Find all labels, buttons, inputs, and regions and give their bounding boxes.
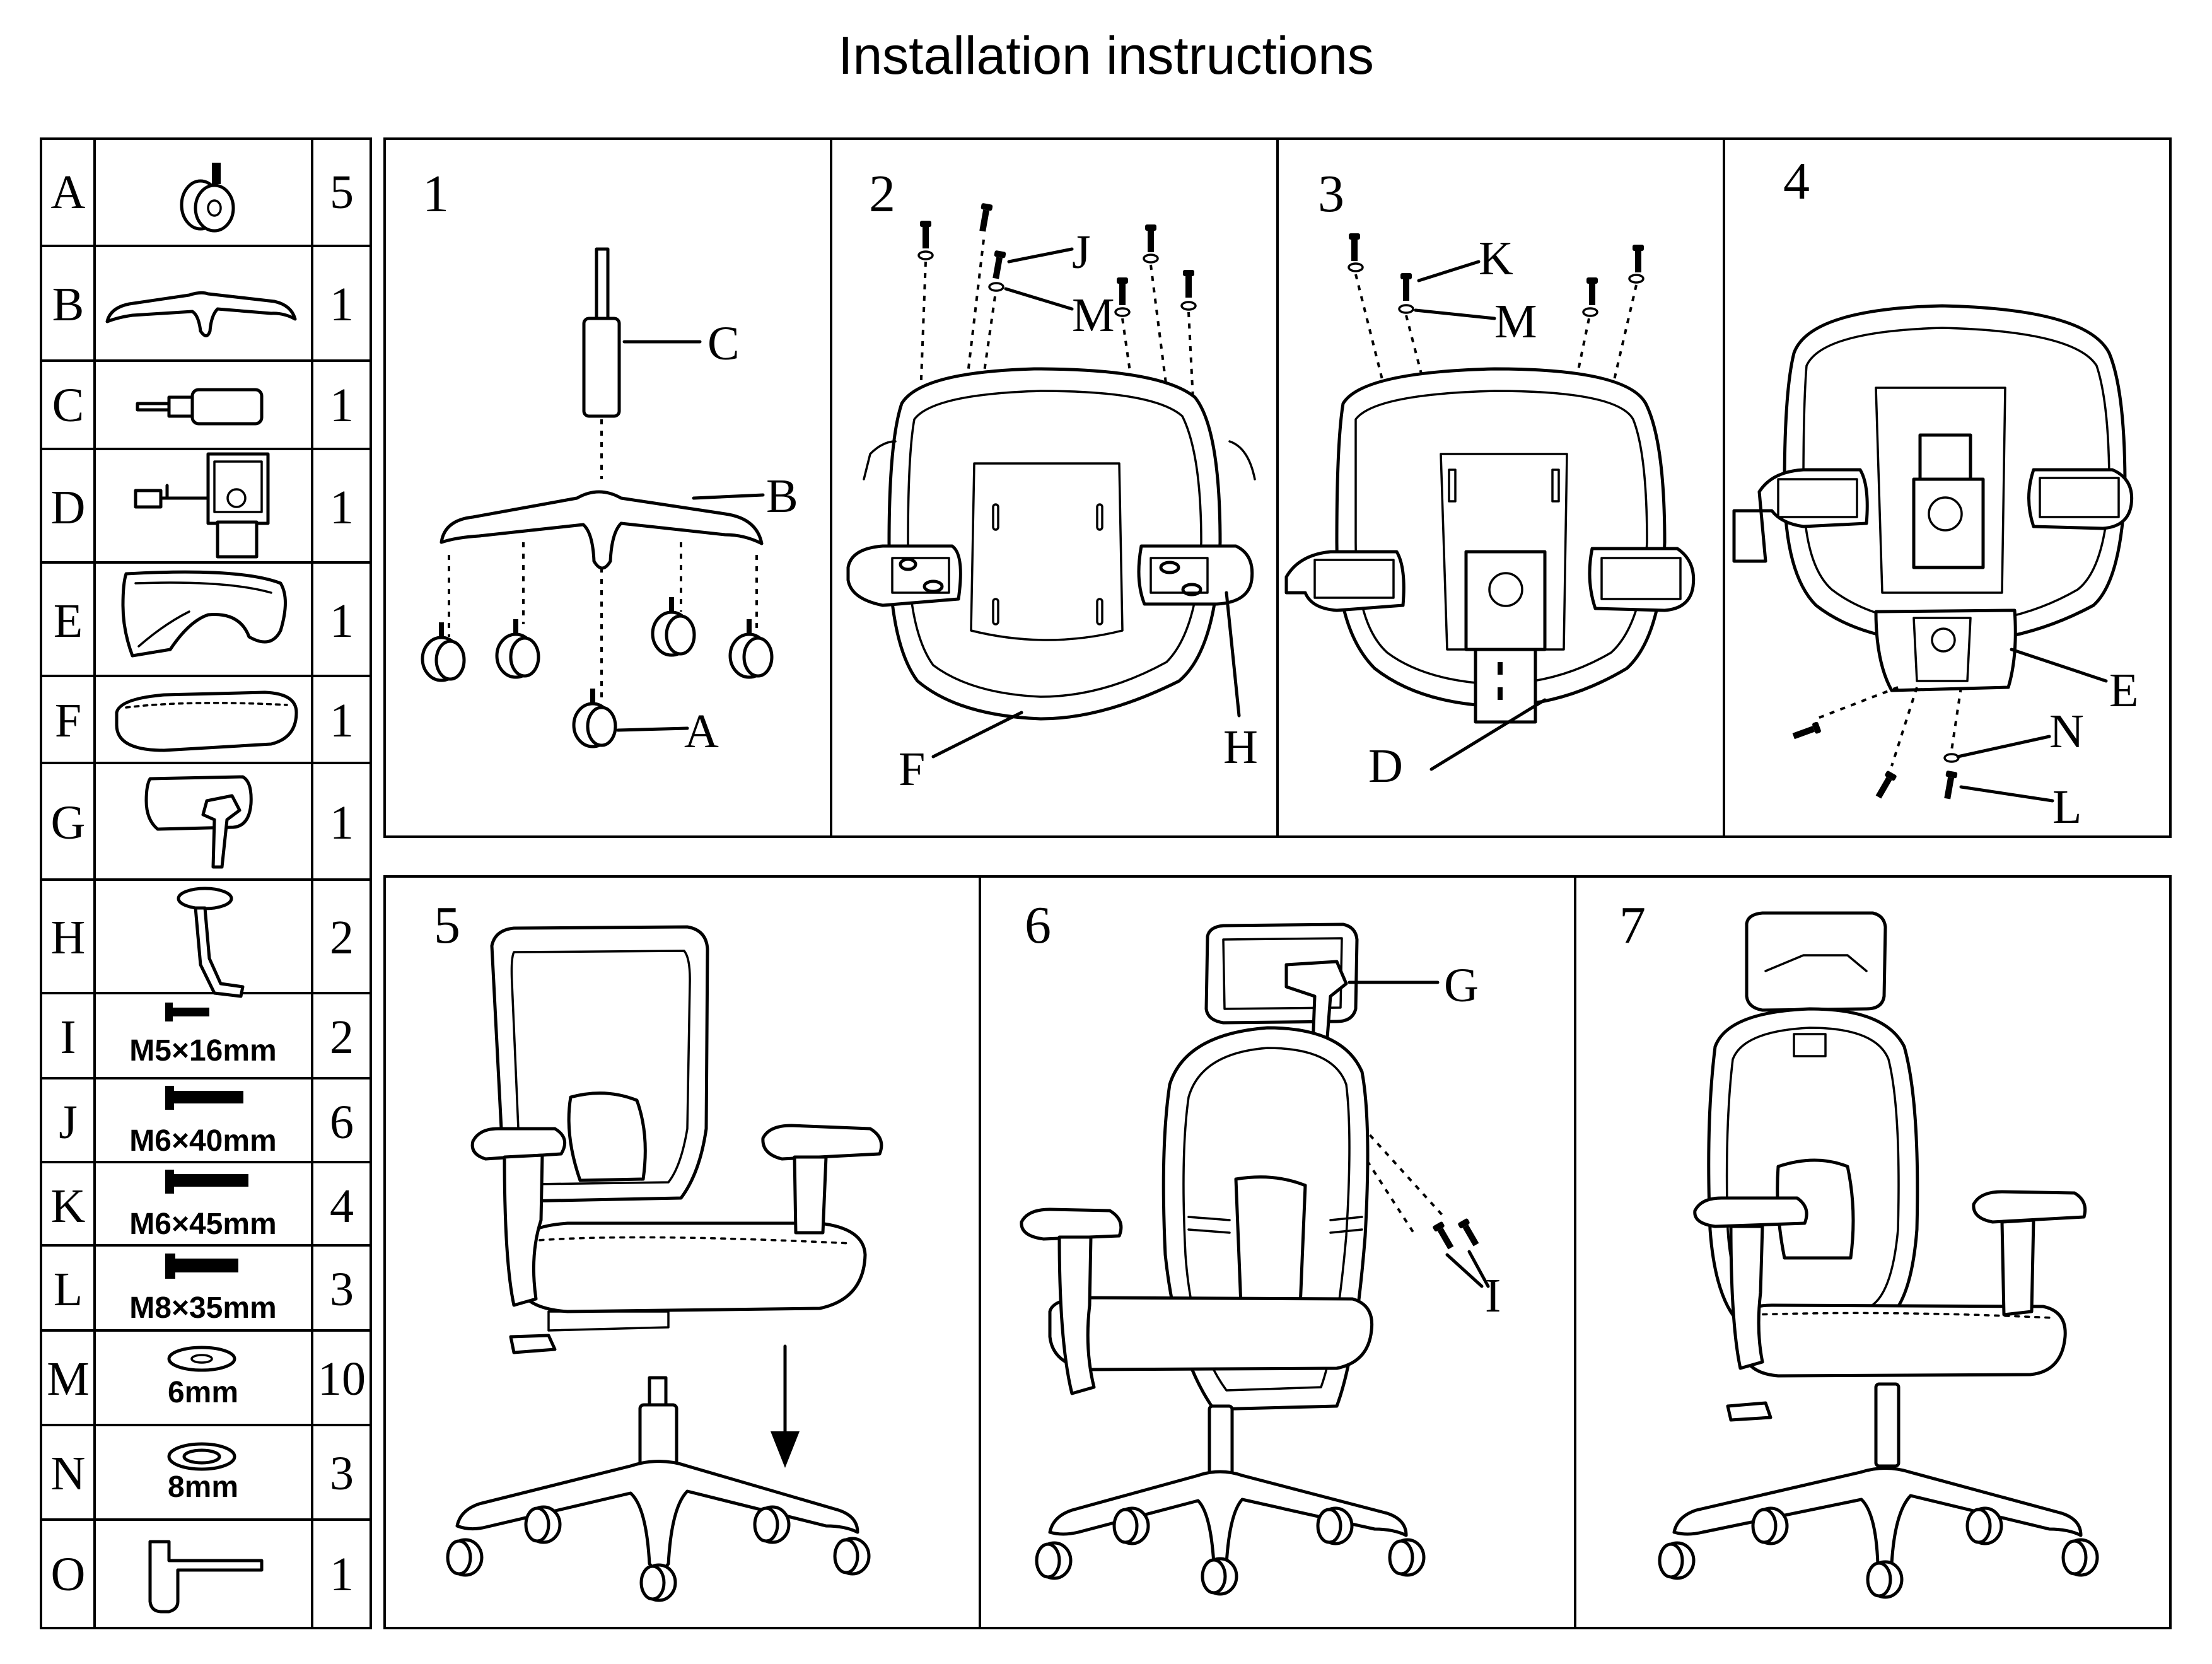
part-qty: 1 <box>330 379 354 432</box>
star-base-icon <box>105 291 297 337</box>
part-qty: 2 <box>330 1011 354 1064</box>
step-number: 5 <box>434 896 460 955</box>
hex-key-icon <box>148 1540 264 1614</box>
gas-cylinder-icon <box>136 388 264 426</box>
bolt-icon <box>165 1086 243 1110</box>
part-spec: M5×16mm <box>129 1034 276 1068</box>
washer-icon <box>167 1442 236 1471</box>
step-number: 6 <box>1025 896 1051 955</box>
part-letter: A <box>51 166 86 219</box>
part-letter: N <box>51 1447 86 1500</box>
backrest-icon <box>121 570 287 658</box>
part-spec: M6×45mm <box>129 1207 276 1241</box>
armrest-icon <box>177 887 245 998</box>
callout-f: F <box>899 743 925 796</box>
step-5: 5 <box>434 896 883 1600</box>
step-2: 2 J M F <box>846 165 1258 796</box>
part-qty: 1 <box>330 278 354 331</box>
step-number: 7 <box>1619 896 1646 955</box>
part-letter: M <box>47 1353 90 1405</box>
callout-b: B <box>766 470 798 523</box>
bolt-icon <box>165 1170 248 1194</box>
part-qty: 1 <box>330 481 354 534</box>
step-1: 1 C B A <box>422 165 798 758</box>
page-title: Installation instructions <box>838 26 1374 85</box>
part-qty: 3 <box>330 1263 354 1316</box>
headrest-icon <box>144 775 253 869</box>
washer-icon <box>167 1346 236 1372</box>
bottom-steps-frame <box>383 875 2172 1629</box>
part-spec: M6×40mm <box>129 1124 276 1158</box>
part-letter: H <box>51 911 86 964</box>
part-letter: G <box>51 796 86 849</box>
part-letter: E <box>54 595 83 648</box>
part-letter: L <box>54 1263 83 1316</box>
tilt-mechanism-icon <box>134 452 270 559</box>
part-spec: 6mm <box>168 1376 238 1409</box>
part-qty: 10 <box>318 1353 366 1405</box>
part-spec: 8mm <box>168 1470 238 1504</box>
callout-n: N <box>2049 705 2084 758</box>
caster-wheel-icon <box>180 163 235 233</box>
part-letter: C <box>52 379 84 432</box>
step-4: 4 E N L <box>1732 152 2138 834</box>
callout-g: G <box>1444 959 1479 1012</box>
part-letter: B <box>52 278 84 331</box>
part-qty: 1 <box>330 595 354 648</box>
callout-m: M <box>1494 295 1537 348</box>
part-qty: 2 <box>330 911 354 964</box>
part-qty: 1 <box>330 694 354 747</box>
callout-a: A <box>684 705 719 758</box>
callout-k: K <box>1479 232 1513 285</box>
step-7: 7 <box>1619 896 2097 1597</box>
callout-e: E <box>2109 664 2138 717</box>
step-3: 3 K M D <box>1284 165 1696 793</box>
callout-d: D <box>1368 740 1403 793</box>
parts-table: A B C D E F G H I J K L M N O 5 1 1 1 1 … <box>40 137 372 1629</box>
seat-cushion-icon <box>115 690 298 752</box>
part-letter: I <box>60 1011 76 1064</box>
callout-m: M <box>1072 289 1115 342</box>
callout-j: J <box>1072 226 1091 279</box>
callout-i: I <box>1485 1269 1501 1322</box>
step-number: 2 <box>869 165 895 223</box>
part-spec: M8×35mm <box>129 1291 276 1325</box>
part-letter: D <box>51 481 86 534</box>
step-number: 4 <box>1783 152 1810 211</box>
callout-c: C <box>707 317 740 370</box>
part-qty: 1 <box>330 796 354 849</box>
part-letter: K <box>51 1180 86 1233</box>
part-letter: J <box>59 1096 78 1149</box>
step-6: 6 G I <box>1020 896 1501 1594</box>
part-letter: F <box>55 694 81 747</box>
callout-h: H <box>1223 721 1258 774</box>
part-letter: O <box>51 1548 86 1601</box>
step-number: 1 <box>422 165 449 223</box>
step-number: 3 <box>1318 165 1344 223</box>
callout-l: L <box>2052 781 2081 834</box>
part-qty: 1 <box>330 1548 354 1601</box>
part-qty: 5 <box>330 166 354 219</box>
part-qty: 3 <box>330 1447 354 1500</box>
part-qty: 4 <box>330 1180 354 1233</box>
part-qty: 6 <box>330 1096 354 1149</box>
bolt-icon <box>165 1003 209 1021</box>
bolt-icon <box>165 1254 238 1279</box>
